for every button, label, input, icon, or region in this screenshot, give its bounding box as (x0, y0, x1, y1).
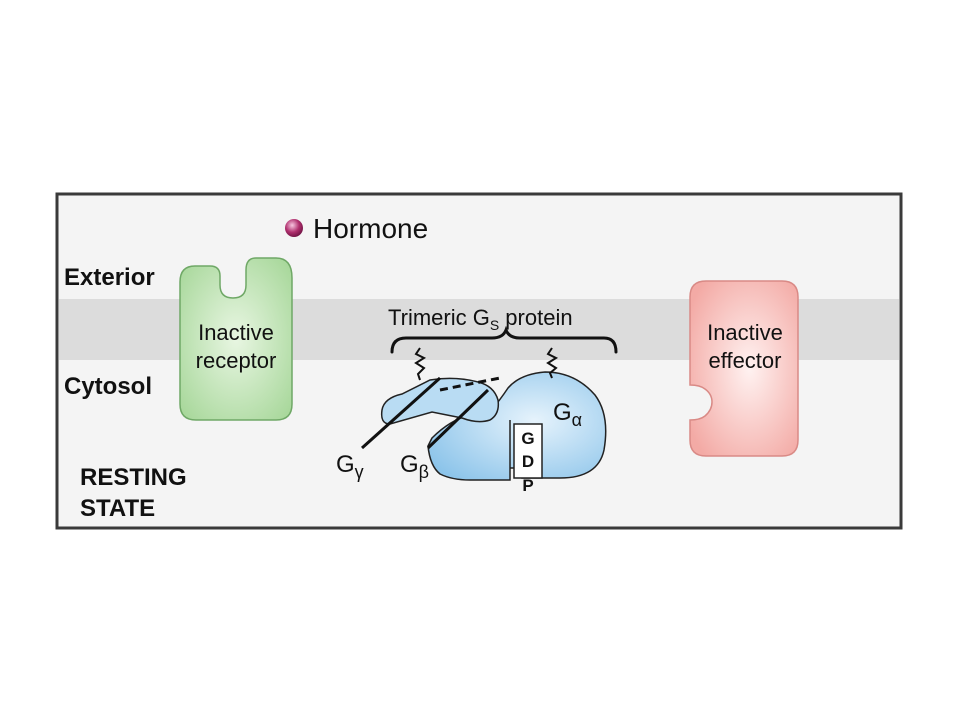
receptor-label-line2: receptor (196, 348, 277, 373)
resting-state-label-line2: STATE (80, 495, 155, 522)
g-beta-gamma-dashed-link (439, 376, 501, 392)
gdp-box (513, 423, 543, 479)
hormone-label: Hormone (313, 213, 428, 244)
g-gamma-pointer-line (360, 376, 442, 450)
resting-state-label-line1: RESTING (80, 464, 187, 491)
hormone-molecule-icon (285, 219, 303, 237)
receptor-label-line1: Inactive (198, 320, 274, 345)
inactive-receptor-shape (179, 257, 293, 421)
inactive-effector-shape (689, 280, 799, 457)
gdp-letter-d: D (522, 452, 534, 471)
trimeric-brace (390, 325, 618, 354)
gdp-letter-p: P (522, 476, 533, 495)
effector-label-line2: effector (709, 348, 782, 373)
effector-label-line1: Inactive (707, 320, 783, 345)
trimeric-gs-protein-label: Trimeric GS protein (388, 305, 573, 333)
exterior-label: Exterior (64, 264, 155, 291)
g-beta-gamma-subunit-shape (380, 377, 500, 425)
gdp-letter-g: G (521, 429, 534, 448)
cytosol-label: Cytosol (64, 373, 152, 400)
g-gamma-label: Gγ (336, 451, 364, 482)
lipid-anchor-right-icon (546, 347, 559, 379)
g-alpha-label: Gα (553, 399, 582, 430)
g-beta-pointer-line (426, 388, 490, 450)
lipid-anchor-left-icon (414, 347, 427, 381)
g-beta-label: Gβ (400, 451, 429, 482)
